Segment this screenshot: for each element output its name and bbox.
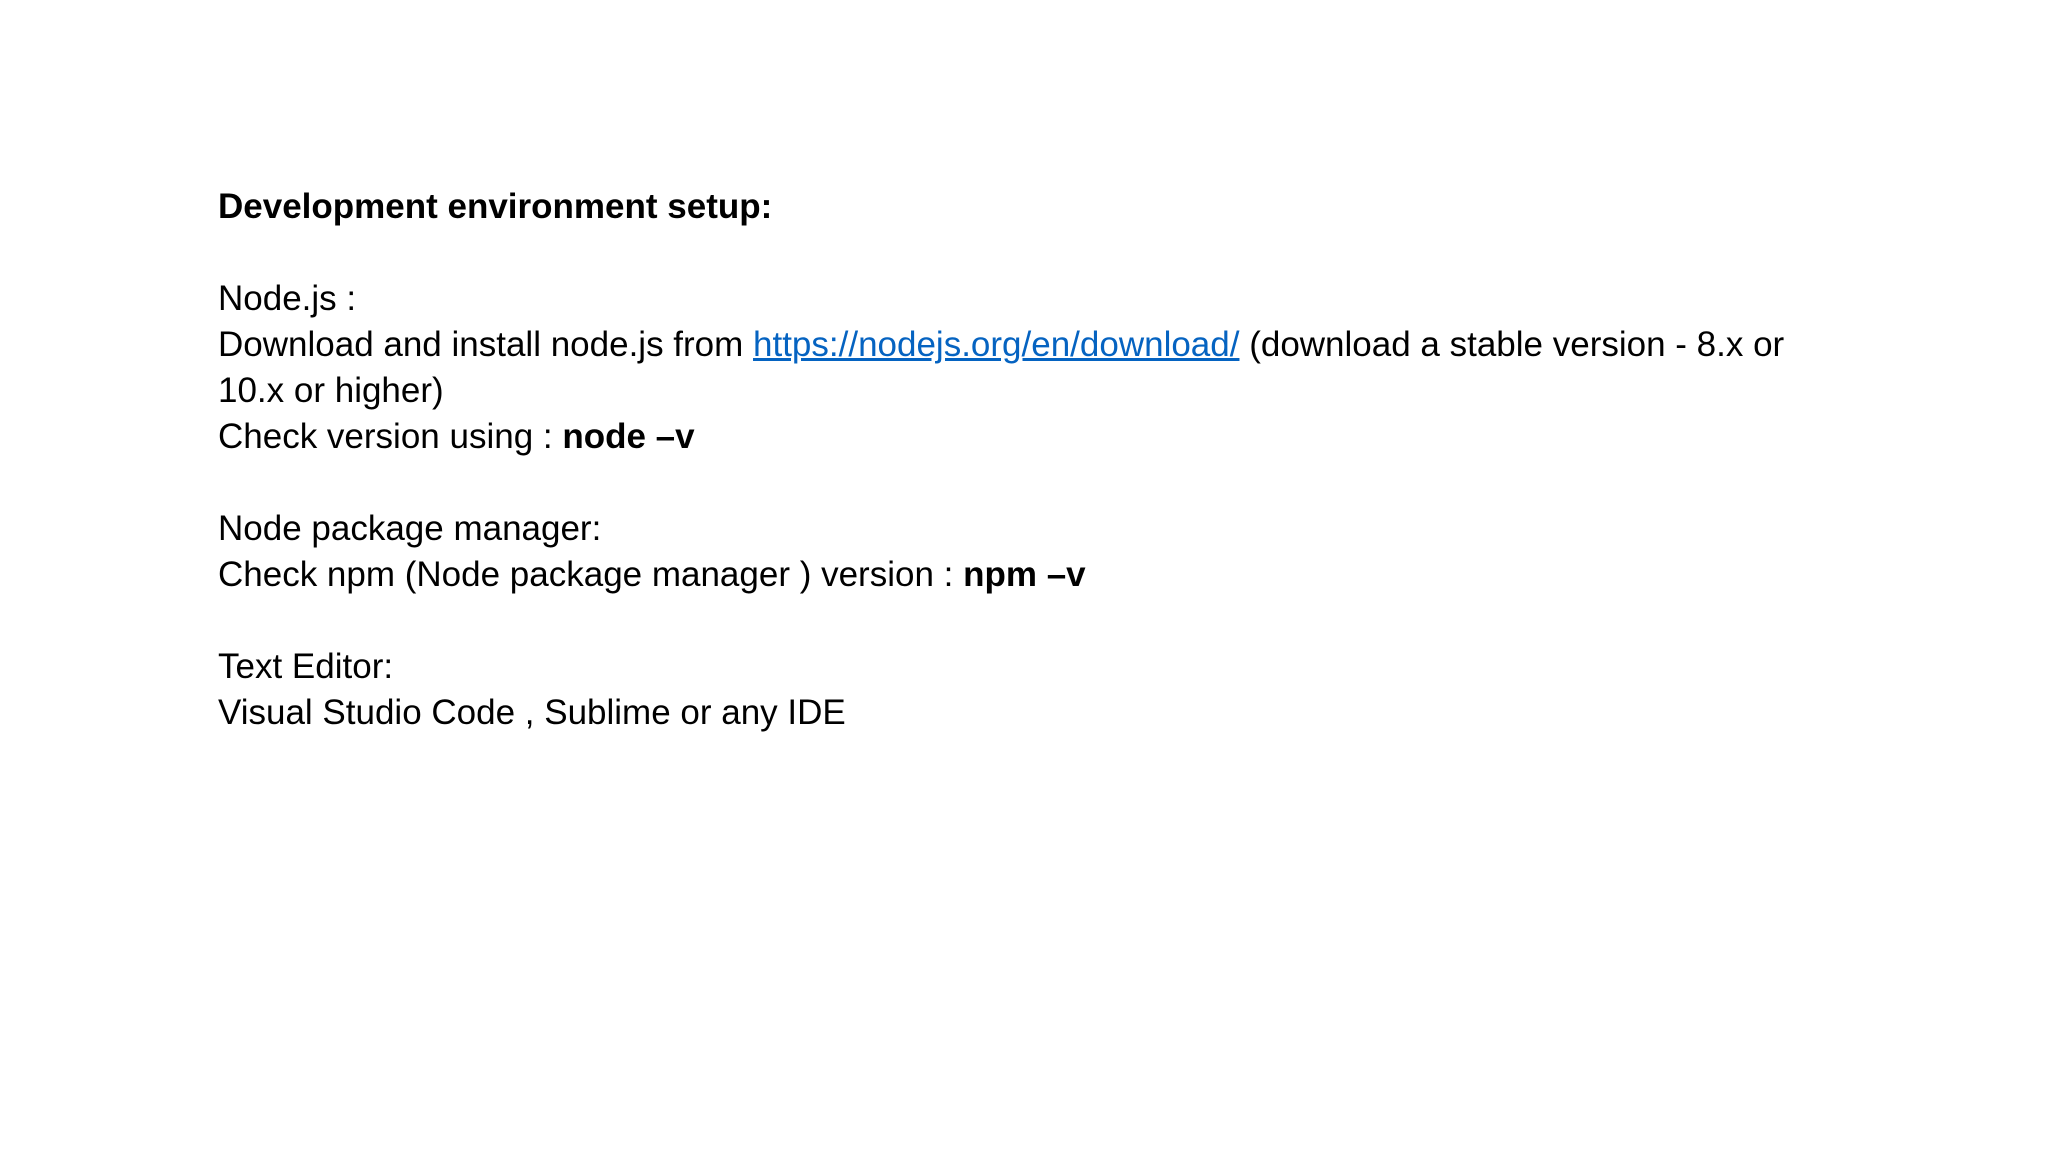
npm-check-prefix: Check npm (Node package manager ) versio…: [218, 555, 964, 594]
npm-section-title: Node package manager:: [218, 509, 602, 548]
node-version-command: node –v: [562, 417, 695, 456]
editor-options: Visual Studio Code , Sublime or any IDE: [218, 693, 846, 732]
node-check-prefix: Check version using :: [218, 417, 563, 456]
editor-section-title: Text Editor:: [218, 647, 394, 686]
nodejs-download-link[interactable]: https://nodejs.org/en/download/: [753, 325, 1240, 364]
node-check-line: Check version using : node –v: [218, 414, 1858, 460]
npm-check-line: Check npm (Node package manager ) versio…: [218, 552, 1858, 598]
slide-content: Development environment setup: Node.js :…: [218, 184, 1858, 736]
spacer: [218, 230, 1858, 276]
spacer: [218, 598, 1858, 644]
node-section-title: Node.js :: [218, 279, 357, 318]
node-download-suffix: (download a stable version - 8.x or: [1239, 325, 1785, 364]
spacer: [218, 460, 1858, 506]
node-download-prefix: Download and install node.js from: [218, 325, 754, 364]
slide-heading: Development environment setup:: [218, 187, 773, 226]
node-download-line: Download and install node.js from https:…: [218, 322, 1858, 368]
npm-version-command: npm –v: [963, 555, 1086, 594]
node-download-continuation: 10.x or higher): [218, 371, 444, 410]
